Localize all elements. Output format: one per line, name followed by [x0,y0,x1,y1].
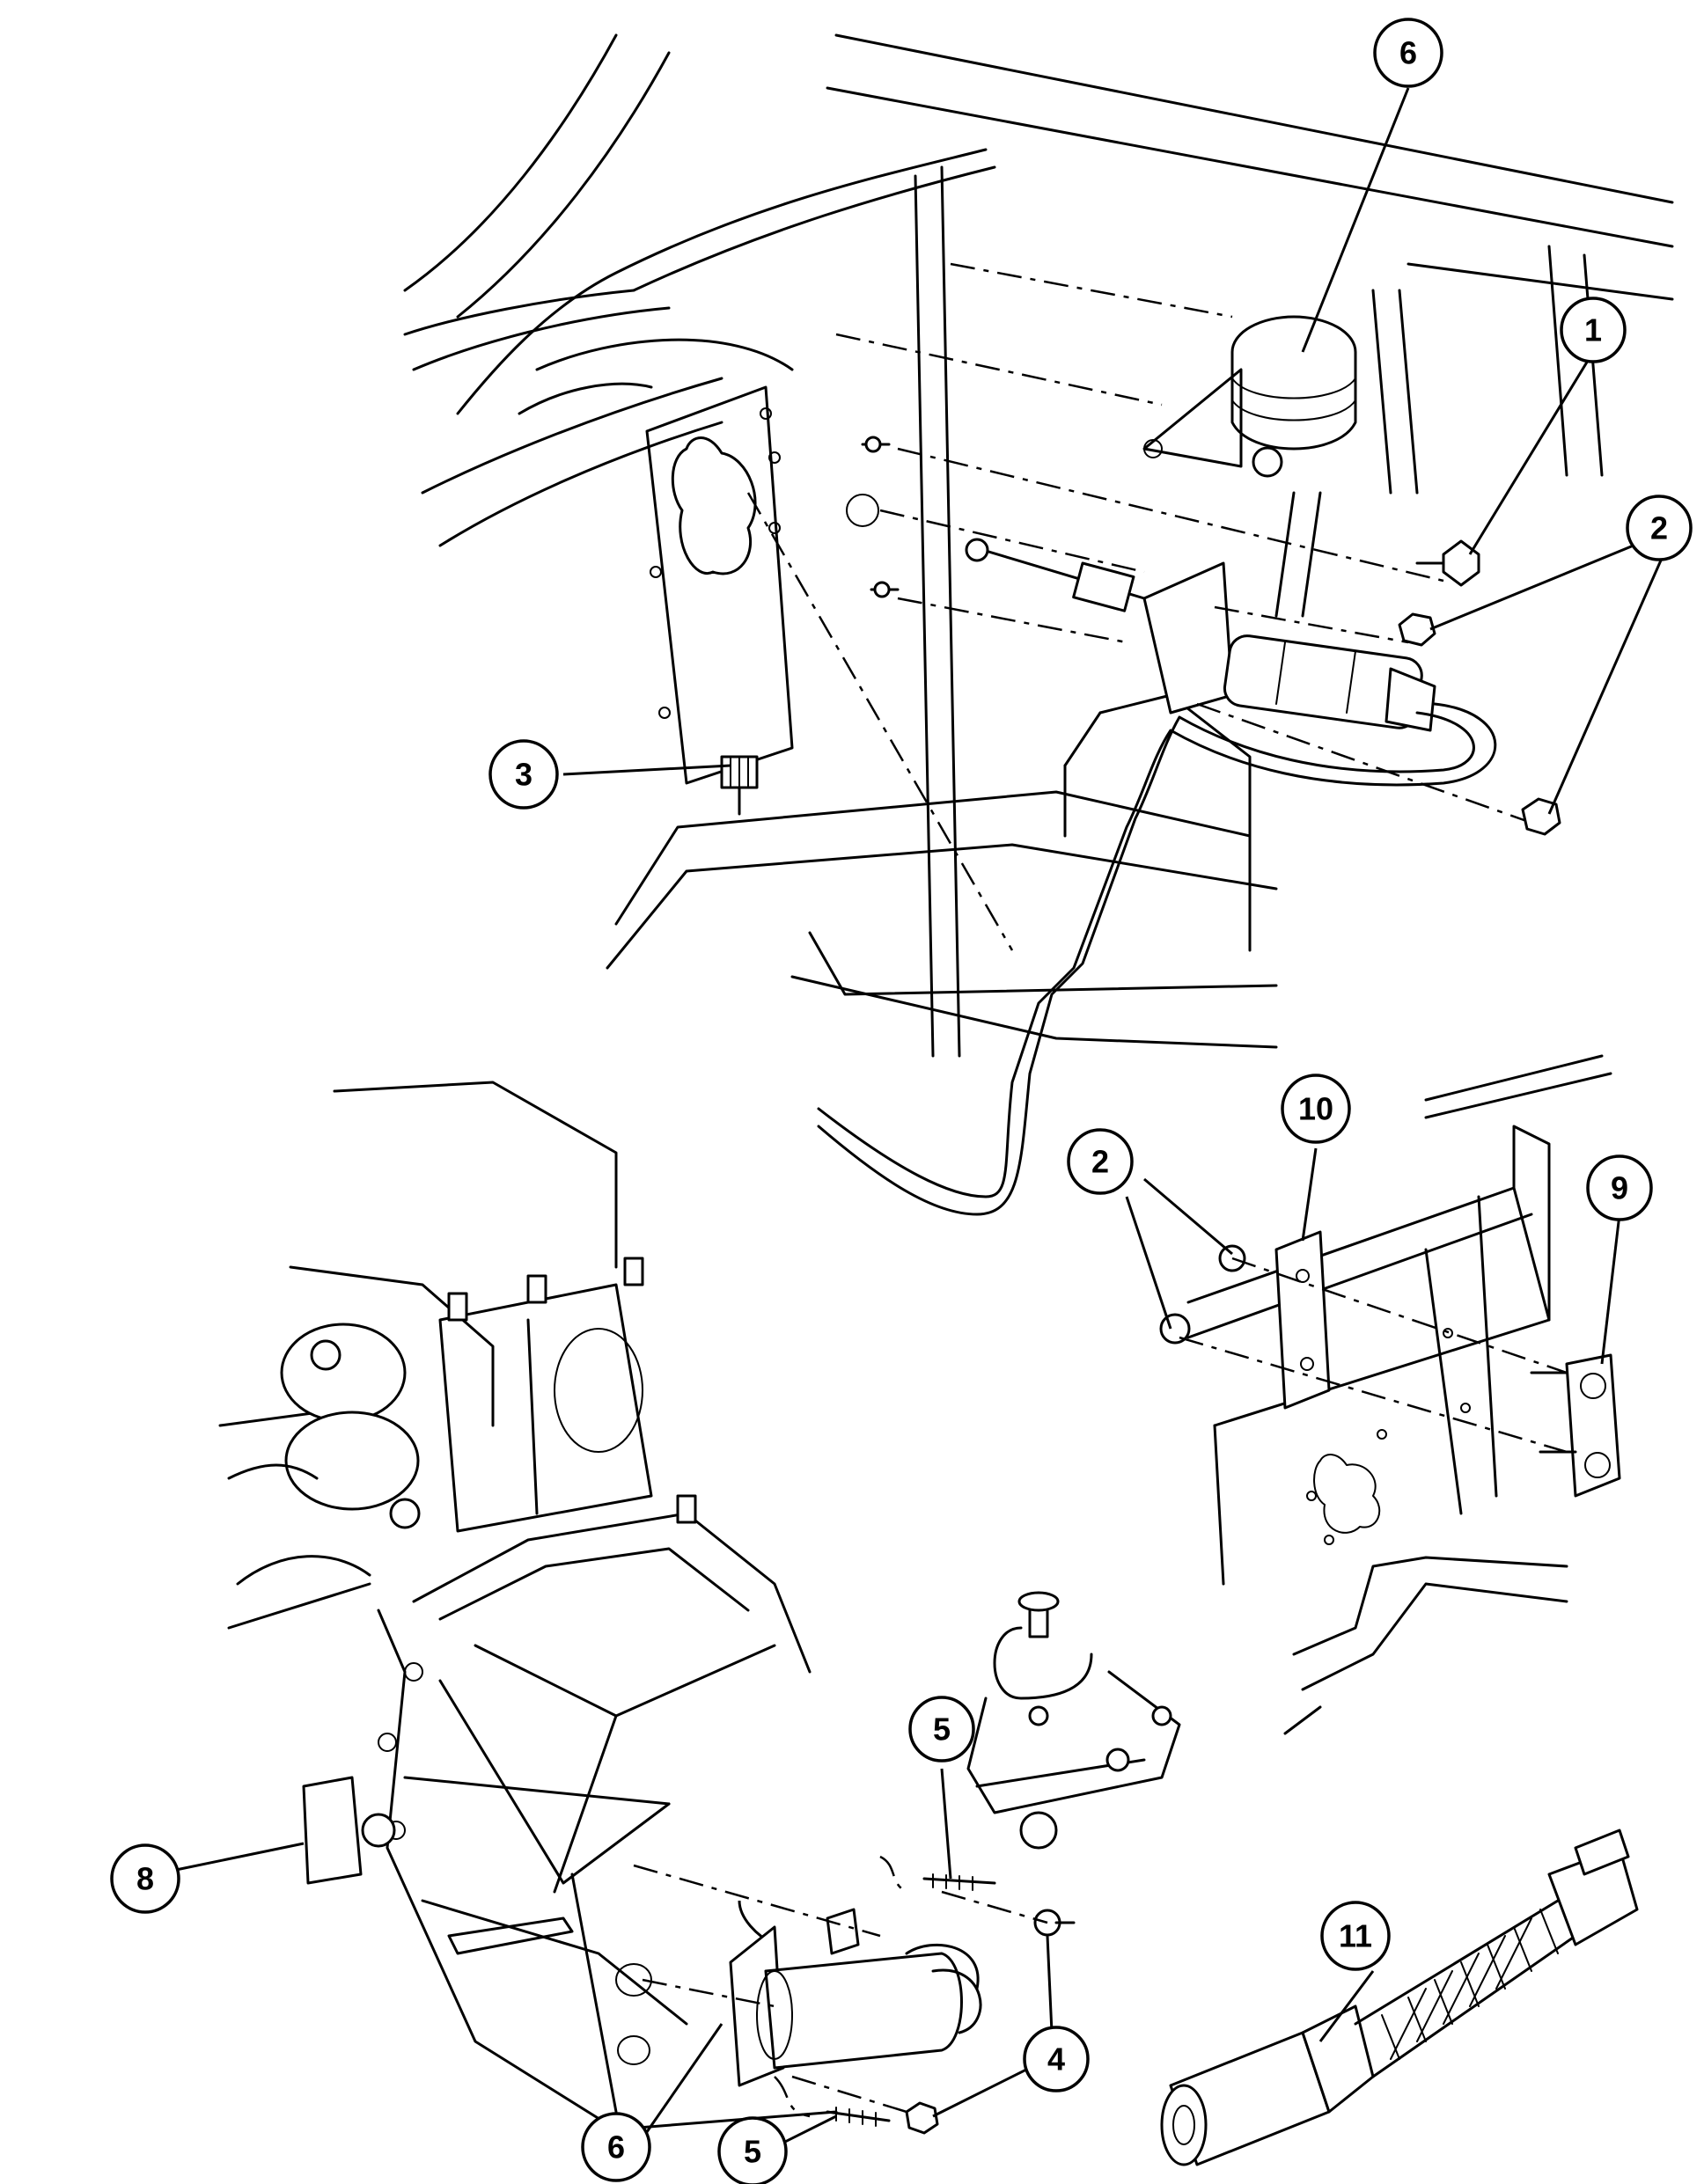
callout-6-top: 6 [1373,18,1443,88]
callout-11: 11 [1320,1901,1391,1971]
callout-1: 1 [1560,297,1627,363]
callout-4: 4 [1023,2026,1090,2092]
callout-5-mid: 5 [908,1696,975,1763]
callout-3-label: 3 [515,757,532,793]
upper-firewall-assembly [403,33,1674,1216]
callout-5-bottom-label: 5 [744,2134,761,2170]
callout-3: 3 [488,739,559,810]
callout-8-label: 8 [136,1861,154,1897]
callout-5-bottom: 5 [717,2116,788,2184]
callout-6-bottom: 6 [581,2112,651,2182]
connector-harness [1160,1829,1639,2166]
callout-1-label: 1 [1584,312,1602,348]
callout-4-label: 4 [1047,2041,1065,2078]
callout-11-label: 11 [1339,1918,1372,1954]
transmission-bell-housing-assembly [218,1081,1181,2135]
callout-2-top-label: 2 [1650,510,1668,546]
callout-2-mid-label: 2 [1091,1144,1109,1180]
callout-6-top-label: 6 [1399,35,1417,71]
callout-9: 9 [1586,1154,1653,1221]
callout-2-top: 2 [1626,495,1693,561]
reinforcement-bracket-assembly [1159,1054,1621,1735]
callout-2-mid: 2 [1067,1128,1134,1195]
callout-8: 8 [110,1843,180,1914]
callout-leaders [175,87,1665,2149]
callout-10: 10 [1281,1074,1351,1144]
callout-10-label: 10 [1298,1091,1333,1127]
callout-9-label: 9 [1611,1170,1628,1206]
callout-6-bottom-label: 6 [607,2129,625,2166]
callout-5-mid-label: 5 [933,1711,951,1748]
